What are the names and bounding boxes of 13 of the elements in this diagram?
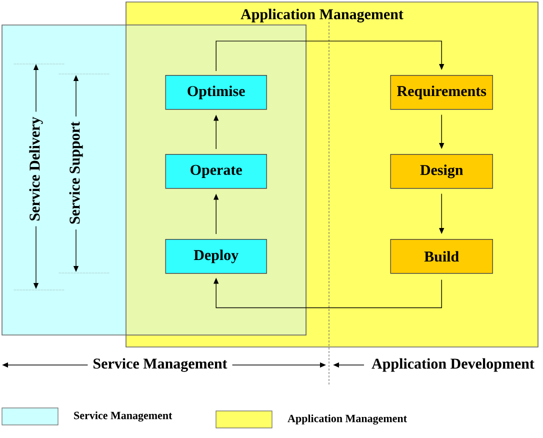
process-box: Build xyxy=(390,239,493,274)
process-box: Deploy xyxy=(165,239,267,274)
process-box: Operate xyxy=(165,154,267,189)
process-box: Requirements xyxy=(390,75,493,110)
dimension-label: Service Management xyxy=(88,357,232,373)
dimension-label: Service Support xyxy=(68,116,84,230)
process-box: Design xyxy=(390,154,493,189)
dimension-label: Service Delivery xyxy=(28,112,44,226)
arrow xyxy=(216,40,444,72)
dimension-label: Application Development xyxy=(372,358,534,372)
legend-text: Service Management xyxy=(74,411,172,422)
legend-text: Application Management xyxy=(288,414,407,425)
process-box: Optimise xyxy=(165,75,267,110)
